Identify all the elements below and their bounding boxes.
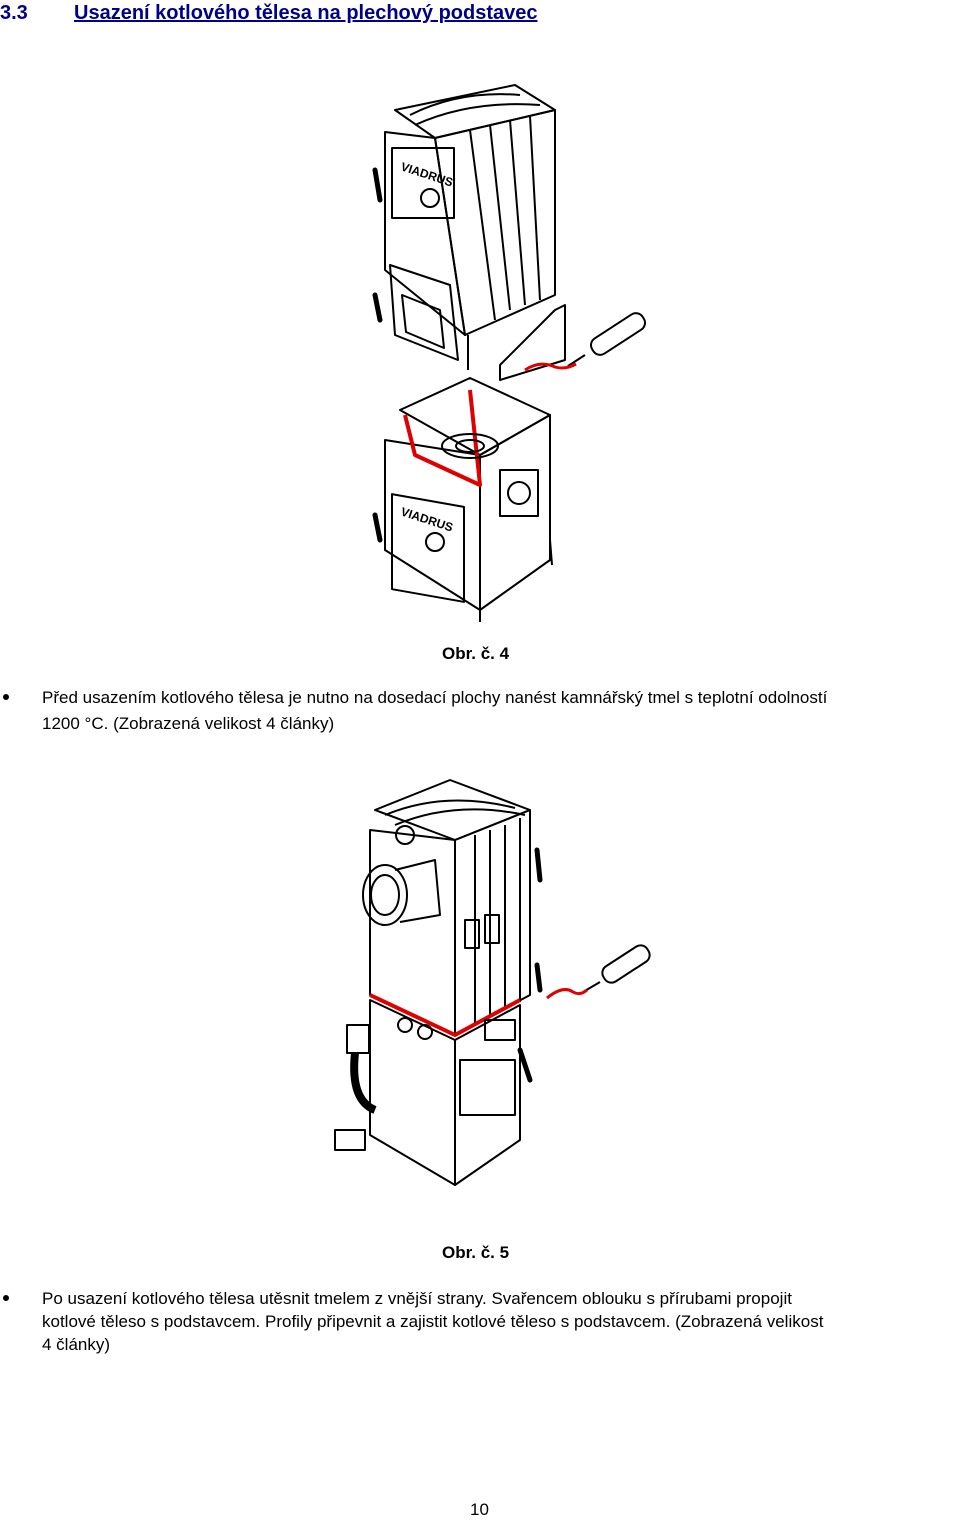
instruction-1-line-1: Před usazením kotlového tělesa je nutno … — [42, 688, 828, 707]
instruction-2-line-3: 4 články) — [42, 1335, 111, 1354]
figure-5-caption: Obr. č. 5 — [442, 1243, 510, 1262]
instruction-2-line-2: kotlové těleso s podstavcem. Profily při… — [42, 1312, 824, 1331]
assembled-boiler — [362, 779, 543, 1036]
instruction-bullet-1: Před usazením kotlového tělesa je nutno … — [0, 686, 960, 734]
section-number: 3.3 — [0, 2, 28, 24]
instruction-1-line-2: 1200 °C. (Zobrazená velikost 4 články) — [42, 714, 335, 733]
section-heading: 3.3 Usazení kotlového tělesa na plechový … — [0, 2, 538, 25]
instruction-2-line-1: Po usazení kotlového tělesa utěsnit tmel… — [42, 1289, 792, 1308]
section-title: Usazení kotlového tělesa na plechový pod… — [74, 2, 538, 24]
sealant-tube-icon — [546, 944, 651, 1000]
stand-with-flanges — [334, 999, 533, 1186]
instruction-bullet-2: Po usazení kotlového tělesa utěsnit tmel… — [0, 1287, 960, 1359]
sheet-metal-stand — [372, 377, 553, 622]
bullet-dot — [3, 1295, 9, 1301]
sealant-tube-icon — [524, 312, 646, 372]
boiler-body — [372, 84, 566, 381]
brand-label-upper: VIADRUS — [399, 160, 455, 190]
bullet-dot — [3, 694, 9, 700]
figure-4-caption: Obr. č. 4 — [442, 644, 510, 663]
page-number: 10 — [470, 1500, 489, 1519]
figure-4-illustration: VIADRUS VIADRUS — [372, 84, 646, 622]
figure-5-illustration — [334, 779, 651, 1186]
brand-label-lower: VIADRUS — [399, 505, 455, 535]
